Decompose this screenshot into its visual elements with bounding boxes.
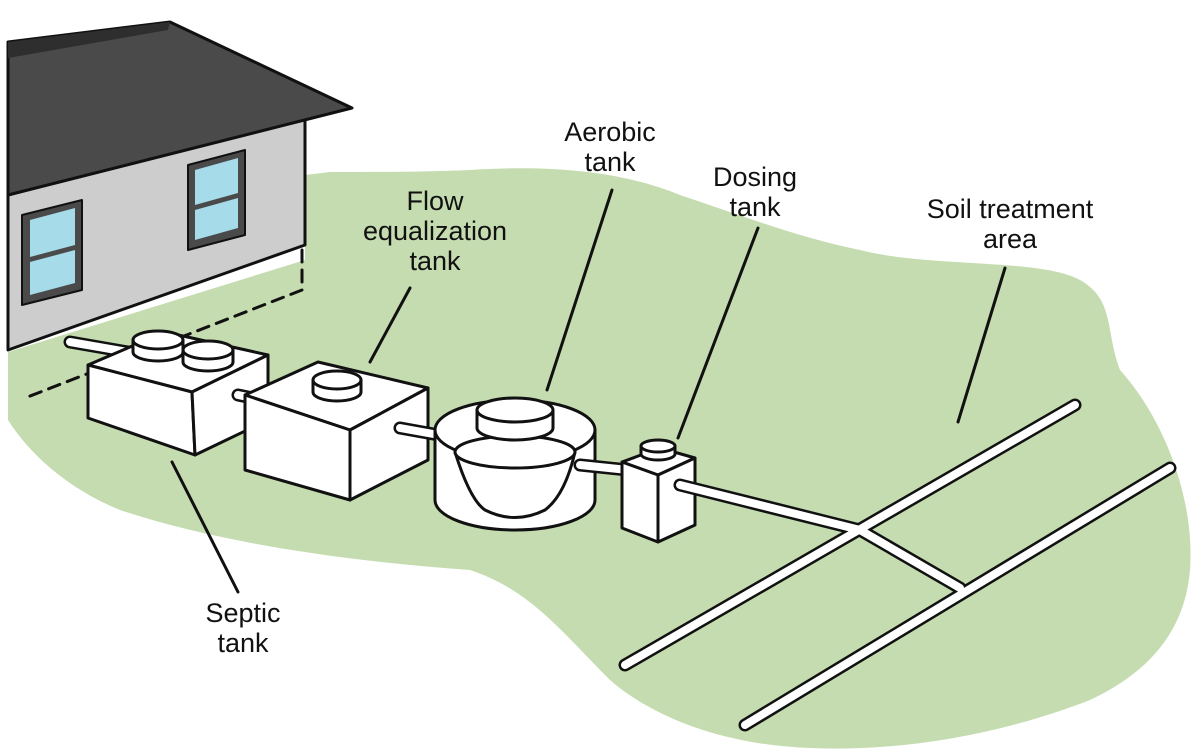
foundation-dashed-line [23,248,304,400]
septic-leader [170,460,240,594]
aerobic-lid [475,396,555,442]
dosing-leader [676,226,760,440]
dosing-lid [639,438,677,462]
window-right [187,149,246,251]
flow-equalization-tank [243,360,430,502]
distribution-pipes [618,398,1177,732]
septic-tank [86,329,270,457]
soil-leader [956,266,1007,424]
lawn-area [8,168,1191,749]
aerobic-leader [545,188,614,392]
dosing-tank [620,438,697,544]
roof-edge [8,22,170,58]
septic-lid-2 [181,339,235,373]
septic-lid-1 [131,329,185,363]
window-left [21,199,83,306]
flow-tank-lid [311,369,363,403]
flow-leader [368,286,412,364]
aerobic-tank [433,396,597,532]
house [6,20,354,400]
aerobic-inner-cone [453,450,577,519]
leader-lines [170,188,1007,594]
